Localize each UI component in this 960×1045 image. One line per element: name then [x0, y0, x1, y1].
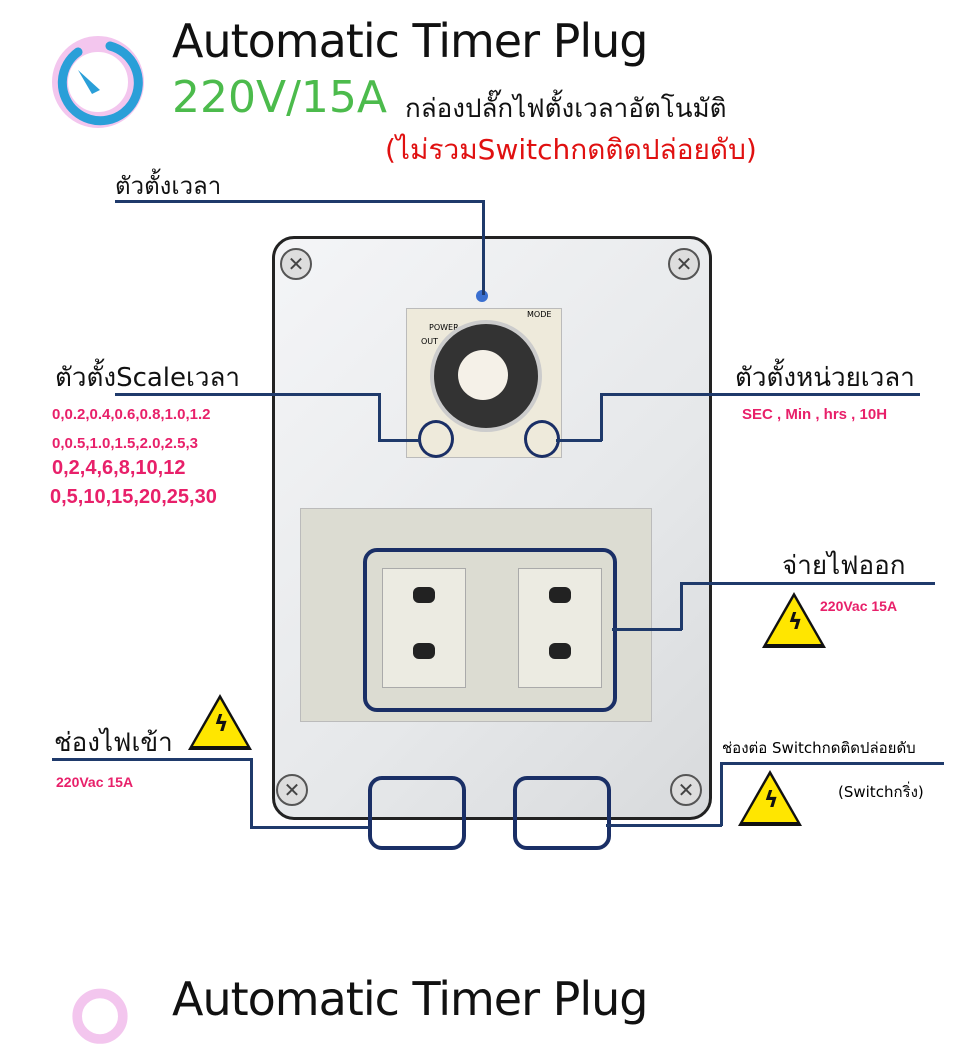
timer-logo-icon [72, 988, 128, 1044]
exclusion-note: (ไม่รวมSwitchกดติดปล่อยดับ) [385, 133, 757, 166]
input-label: ช่องไฟเข้า [54, 728, 173, 758]
callout-line [600, 393, 920, 396]
product-subtitle: กล่องปลั๊กไฟตั้งเวลาอัตโนมัติ [405, 94, 727, 124]
high-voltage-warning-icon: ϟ [738, 770, 802, 826]
scale-option: 0,0.2,0.4,0.6,0.8,1.0,1.2 [52, 406, 211, 423]
unit-knob-highlight[interactable] [524, 420, 560, 458]
callout-line [52, 758, 252, 761]
output-rating: 220Vac 15A [820, 598, 898, 614]
timer-label: ตัวตั้งเวลา [115, 172, 222, 200]
scale-option: 0,0.5,1.0,1.5,2.0,2.5,3 [52, 435, 198, 452]
high-voltage-warning-icon: ϟ [762, 592, 826, 648]
switch-type-label: (Switchกริ่ง) [838, 783, 924, 801]
high-voltage-warning-icon: ϟ [188, 694, 252, 750]
callout-line [722, 762, 944, 765]
callout-line [378, 439, 420, 442]
timer-logo-icon [52, 36, 144, 128]
callout-line [612, 628, 682, 631]
scale-knob-highlight[interactable] [418, 420, 454, 458]
footer-title: Automatic Timer Plug [172, 972, 649, 1026]
scale-option: 0,2,4,6,8,10,12 [52, 457, 186, 479]
pointer-dot [476, 290, 488, 302]
callout-line [250, 826, 370, 829]
power-label: POWER [429, 323, 459, 332]
input-port-highlight[interactable] [368, 776, 466, 850]
rating-label: 220V/15A [172, 72, 387, 123]
callout-line [720, 762, 723, 826]
unit-options: SEC , Min , hrs , 10H [742, 406, 888, 423]
screw-icon: ✕ [276, 774, 308, 806]
scale-option: 0,5,10,15,20,25,30 [50, 486, 217, 508]
switch-port-highlight[interactable] [513, 776, 611, 850]
screw-icon: ✕ [670, 774, 702, 806]
callout-line [115, 393, 380, 396]
mode-label: MODE [527, 310, 552, 319]
dial-knob[interactable] [458, 350, 508, 400]
out-label: OUT [421, 337, 439, 346]
callout-line [680, 582, 935, 585]
callout-line [250, 758, 253, 828]
callout-line [378, 393, 381, 441]
power-outlet[interactable] [382, 568, 466, 688]
callout-line [606, 824, 722, 827]
callout-line [600, 393, 603, 441]
scale-label: ตัวตั้งScaleเวลา [55, 363, 241, 393]
product-title: Automatic Timer Plug [172, 14, 649, 68]
screw-icon: ✕ [280, 248, 312, 280]
unit-label: ตัวตั้งหน่วยเวลา [735, 363, 915, 393]
callout-line [680, 582, 683, 630]
callout-line [556, 439, 602, 442]
callout-line [115, 200, 485, 203]
callout-line [482, 200, 485, 295]
input-rating: 220Vac 15A [56, 774, 134, 790]
output-label: จ่ายไฟออก [782, 551, 906, 581]
power-outlet[interactable] [518, 568, 602, 688]
switch-port-label: ช่องต่อ Switchกดติดปล่อยดับ [722, 739, 916, 757]
screw-icon: ✕ [668, 248, 700, 280]
